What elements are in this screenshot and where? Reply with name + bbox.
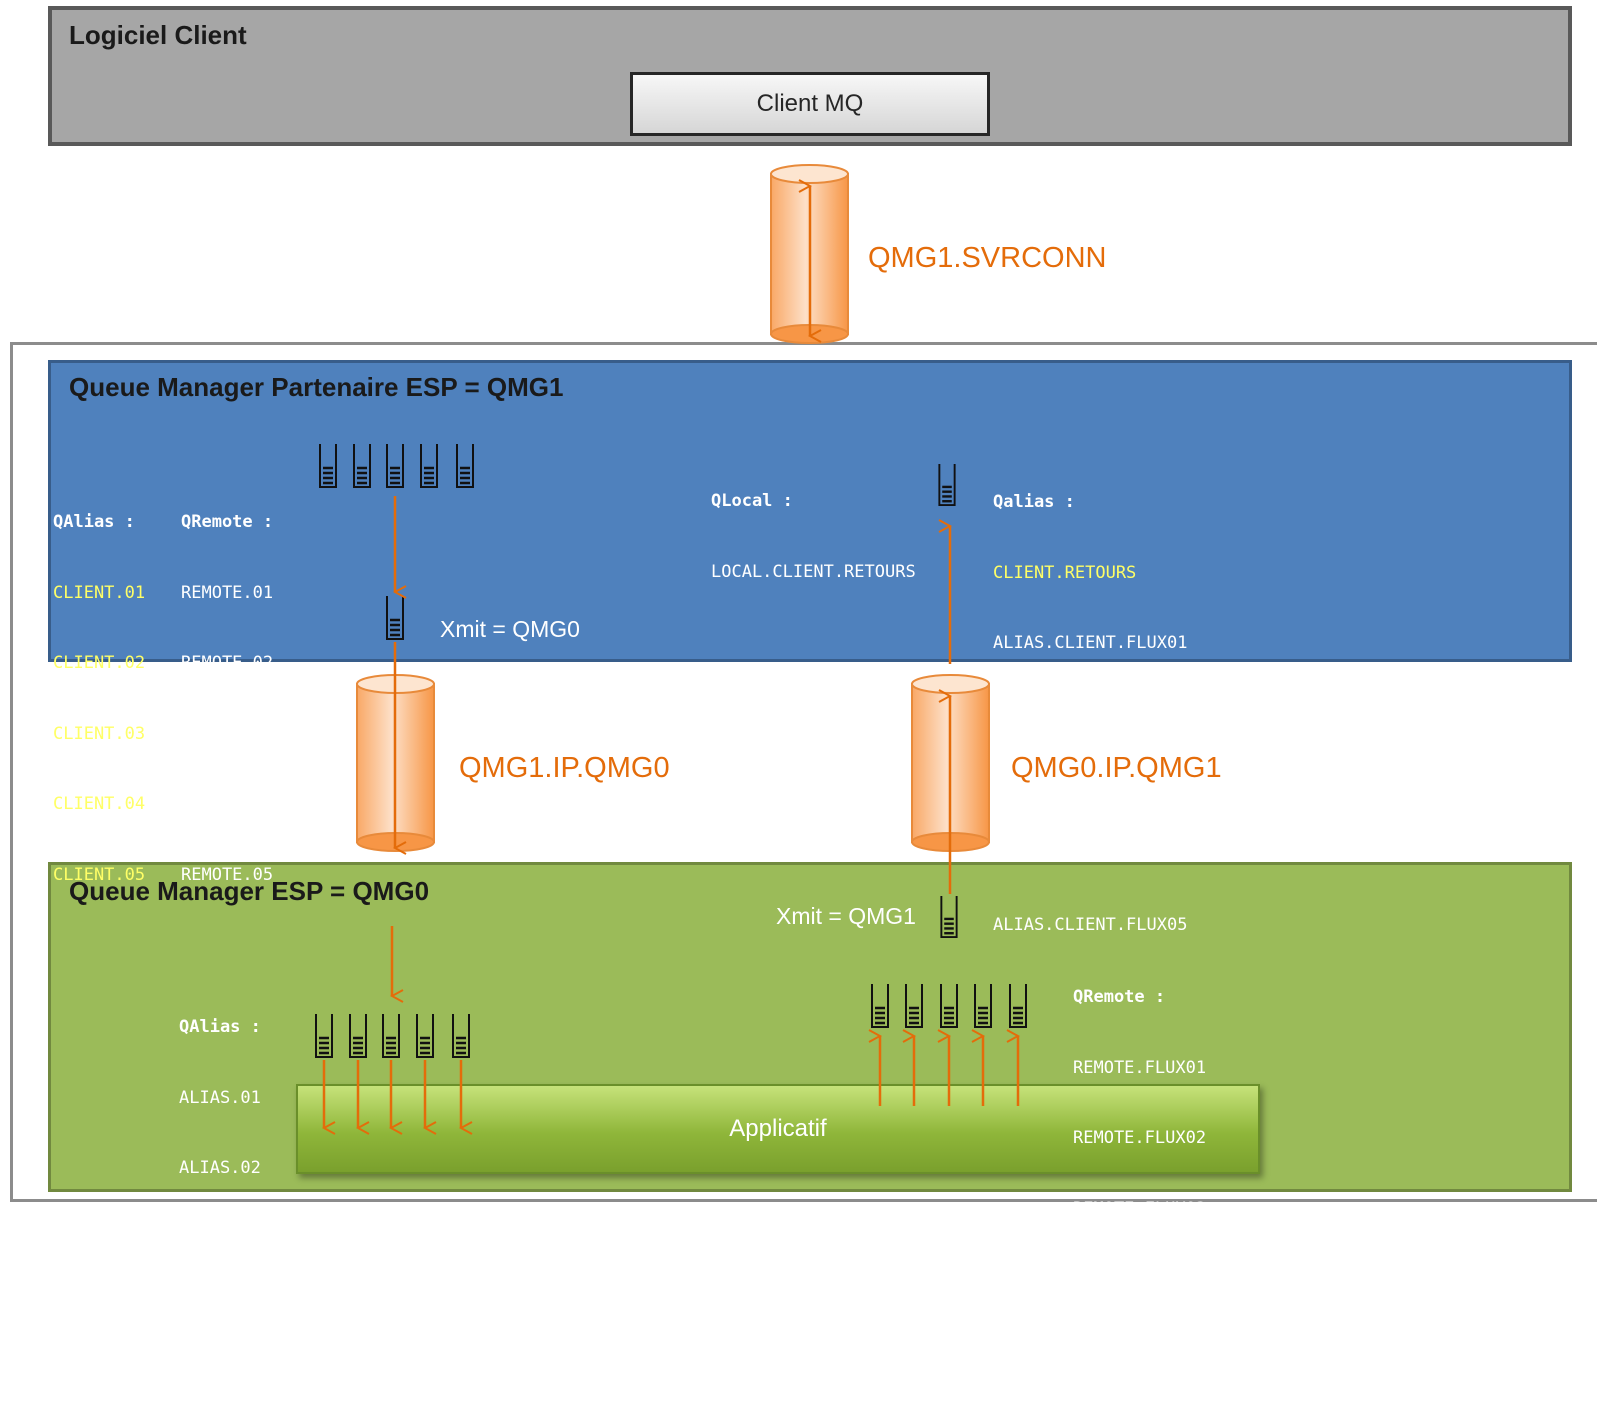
local-queue-icon	[938, 464, 956, 506]
qmg1-qremote-item: REMOTE.03	[181, 723, 274, 744]
queue-icon	[349, 1014, 367, 1058]
queue-icon	[416, 1014, 434, 1058]
queue-icon	[940, 984, 958, 1028]
qmg0-qremote-header: QRemote :	[1073, 987, 1166, 1007]
qmg1-qremote-item: REMOTE.01	[181, 582, 274, 603]
qmg1-qalias-item: CLIENT.03	[53, 723, 146, 744]
qmg0-qalias-item: ALIAS.05	[179, 1369, 261, 1390]
xmit-queue-icon	[386, 596, 404, 640]
qmg1-qremote-item: REMOTE.02	[181, 653, 274, 673]
qmg1-box	[48, 360, 1572, 662]
svrconn-channel-label: QMG1.SVRCONN	[868, 242, 1107, 274]
qmg1-qalias-list: QAlias : CLIENT.01 CLIENT.02 CLIENT.03 C…	[53, 464, 145, 911]
queue-icon	[382, 1014, 400, 1058]
qmg1-qlocal-header: QLocal :	[711, 491, 793, 511]
queue-icon	[452, 1014, 470, 1058]
qmg1-qalias2-item: ALIAS.CLIENT.FLUX05	[993, 915, 1188, 935]
qmg0-qalias-item: ALIAS.04	[179, 1299, 261, 1319]
qmg0-qalias-item: ALIAS.01	[179, 1087, 261, 1108]
queue-icon	[1009, 984, 1027, 1028]
qmg1-qremote-list: QRemote : REMOTE.01 REMOTE.02 REMOTE.03 …	[181, 464, 273, 911]
qmg0-qremote-item: REMOTE.FLUX02	[1073, 1128, 1207, 1148]
qmg1-qremote-header: QRemote :	[181, 512, 274, 532]
qmg0-qremote-item: REMOTE.FLUX05	[1073, 1339, 1207, 1360]
queue-icon	[456, 444, 474, 488]
applicatif-label: Applicatif	[729, 1115, 827, 1142]
queue-icon	[974, 984, 992, 1028]
qmg1-title: Queue Manager Partenaire ESP = QMG1	[69, 372, 564, 402]
queue-icon	[420, 444, 438, 488]
queue-icon	[386, 444, 404, 488]
queue-icon	[319, 444, 337, 488]
client-mq-label: Client MQ	[756, 90, 864, 117]
qmg1-qalias-item: CLIENT.05	[53, 864, 146, 885]
qmg1-qalias-header: QAlias :	[53, 512, 135, 532]
qmg1-qlocal-item: LOCAL.CLIENT.RETOURS	[711, 561, 916, 582]
queue-icon	[353, 444, 371, 488]
qmg0-qremote-item: REMOTE.FLUX01	[1073, 1057, 1207, 1078]
xmit-queue-icon	[940, 896, 958, 938]
qmg0-title: Queue Manager ESP = QMG0	[69, 876, 430, 906]
qmg0-xmit-label: Xmit = QMG1	[776, 903, 916, 929]
qmg1-qremote-item: REMOTE.05	[181, 864, 274, 885]
diagram-graphics	[315, 164, 1027, 1208]
client-mq-box: Client MQ	[630, 72, 990, 136]
qmg1-qlocal-list: QLocal : LOCAL.CLIENT.RETOURS	[711, 443, 916, 608]
applicatif-box: Applicatif	[296, 1084, 1260, 1174]
qmg0-qalias-item: ALIAS.03	[179, 1228, 261, 1249]
qmg1-xmit-label: Xmit = QMG0	[440, 616, 580, 642]
qmg1-qalias-item: CLIENT.01	[53, 582, 146, 603]
queue-icon	[315, 1014, 333, 1058]
qmg1-qalias2-item: CLIENT.RETOURS	[993, 562, 1137, 583]
qmg1-qalias2-list: Qalias : CLIENT.RETOURS ALIAS.CLIENT.FLU…	[993, 444, 1187, 961]
queue-icon	[905, 984, 923, 1028]
qmg0-qremote-item: REMOTE.FLUX04	[1073, 1269, 1207, 1289]
qmg0-qalias-item: ALIAS.02	[179, 1158, 261, 1178]
qmg0-ip-qmg1-channel-label: QMG0.IP.QMG1	[1011, 752, 1222, 784]
qmg1-qalias2-item: ALIAS.CLIENT.FLUX03	[993, 774, 1188, 794]
qmg1-qalias2-item: ALIAS.CLIENT.FLUX04	[993, 844, 1188, 865]
qmg0-qalias-header: QAlias :	[179, 1017, 261, 1037]
qmg1-qremote-item: REMOTE.04	[181, 794, 274, 814]
qmg1-qalias2-item: ALIAS.CLIENT.FLUX02	[993, 703, 1188, 724]
queue-icon	[871, 984, 889, 1028]
qmg1-qalias-item: CLIENT.04	[53, 794, 146, 814]
qmg1-qalias2-item: ALIAS.CLIENT.FLUX01	[993, 633, 1188, 653]
client-box-title: Logiciel Client	[69, 20, 247, 50]
qmg1-ip-qmg0-channel-label: QMG1.IP.QMG0	[459, 752, 670, 784]
qmg1-qalias-item: CLIENT.02	[53, 653, 146, 673]
qmg1-qalias2-header: Qalias :	[993, 492, 1075, 512]
